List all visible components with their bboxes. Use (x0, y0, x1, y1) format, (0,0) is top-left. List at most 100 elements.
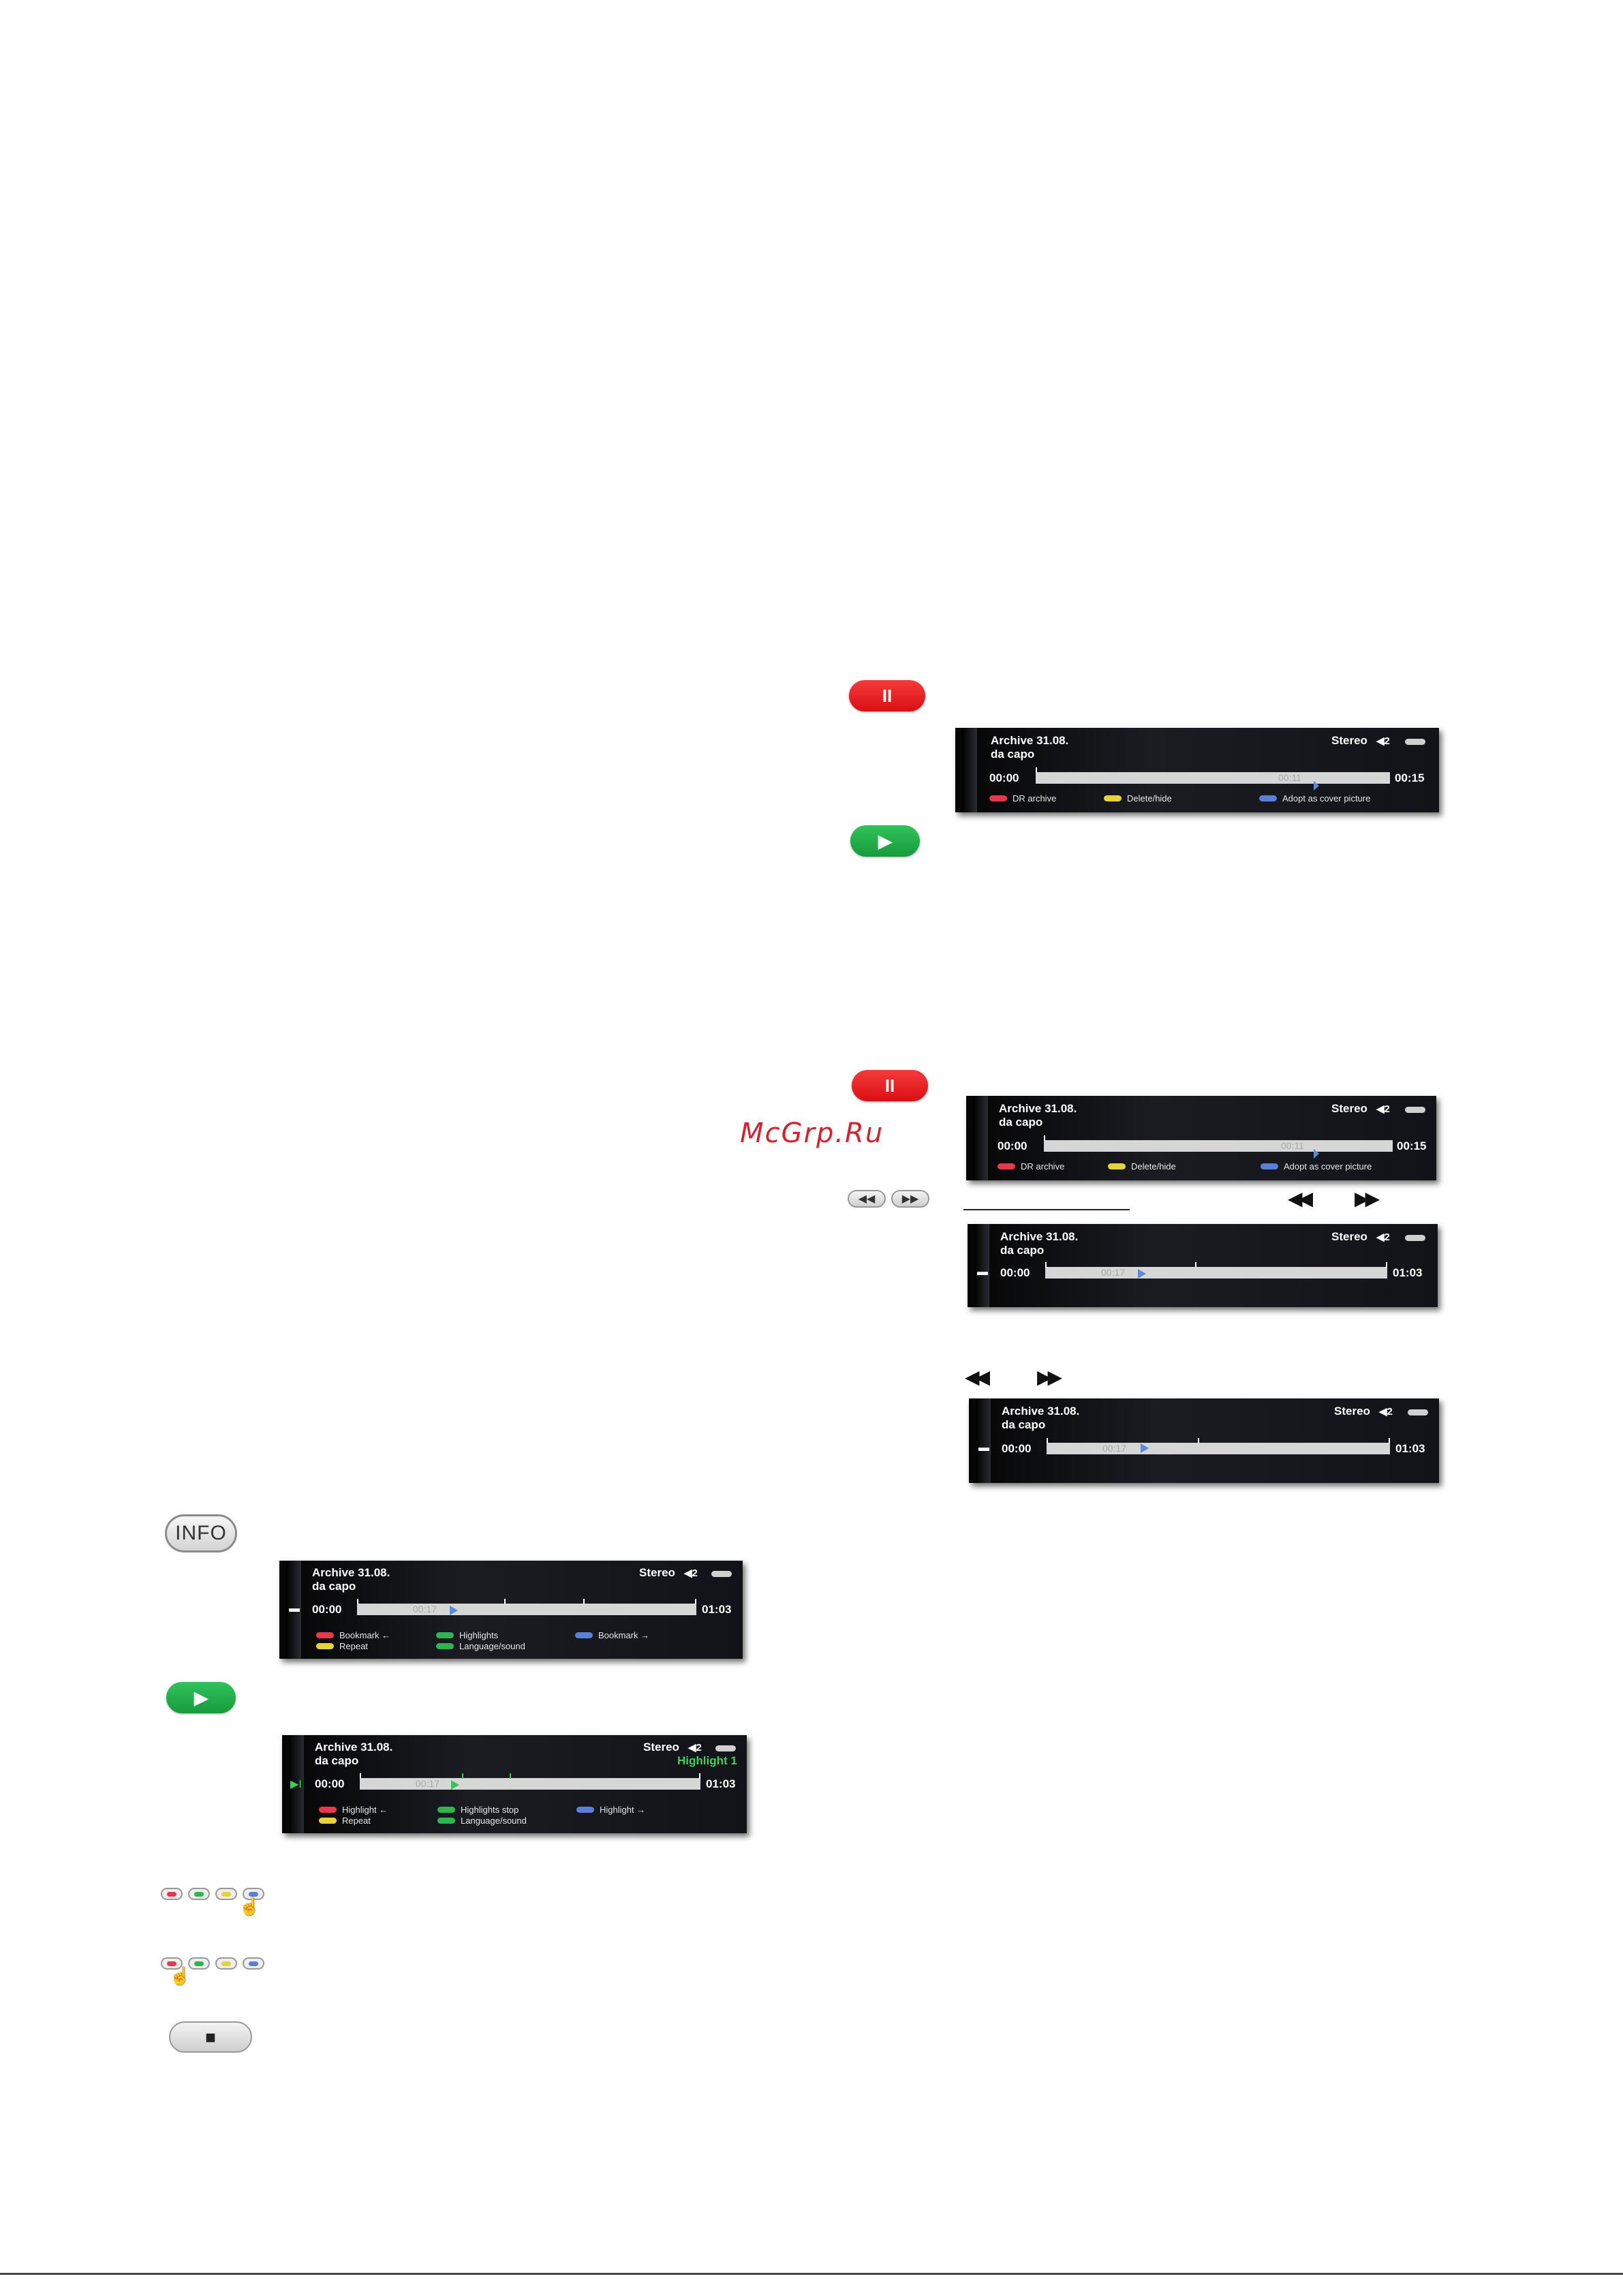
blue-key[interactable] (243, 1957, 264, 1970)
osd-tick (695, 1599, 696, 1604)
hand-pointer-icon: ☝ (169, 1965, 191, 1986)
osd-subtitle: da capo (315, 1754, 359, 1767)
stop-mark-icon: ▬ (978, 1442, 989, 1454)
green-key[interactable] (188, 1888, 210, 1900)
speaker-icon: ◀2 (688, 1742, 702, 1754)
pause-icon: II (882, 686, 893, 706)
forward-icon: ▶▶ (1037, 1366, 1062, 1388)
osd-position-marker (450, 1606, 458, 1615)
legend-blue: Bookmark → (575, 1630, 649, 1640)
osd-audio: Stereo (1331, 1230, 1367, 1243)
osd-progress-bar: 00:11 (1036, 772, 1390, 784)
osd-tick (1198, 1438, 1199, 1443)
osd-position-marker (1314, 781, 1319, 791)
color-keys-row-1 (161, 1888, 264, 1900)
osd-bookmarks: Archive 31.08. da capo Stereo ◀2 ▬ 00:00… (279, 1561, 743, 1659)
text-underline (963, 1209, 1130, 1210)
osd-tick (1047, 1438, 1048, 1443)
osd-tick (1045, 1262, 1047, 1268)
osd-edge (286, 1561, 301, 1659)
osd-highlights: Archive 31.08. da capo Stereo ◀2 Highlig… (282, 1735, 747, 1833)
osd-tick (462, 1773, 463, 1779)
osd-edge (976, 1398, 991, 1483)
rewind-button[interactable]: ◀◀ (848, 1190, 886, 1208)
osd-end-time: 00:15 (1397, 1139, 1427, 1152)
osd-subtitle: da capo (999, 1116, 1043, 1129)
osd-end-time: 00:15 (1395, 771, 1425, 784)
red-key[interactable] (161, 1888, 183, 1900)
blue-key[interactable] (243, 1888, 264, 1900)
osd-position: 00:17 (416, 1778, 440, 1789)
rewind-icon: ◀◀ (965, 1366, 990, 1388)
osd-edge (974, 1224, 989, 1307)
osd-position: 00:17 (413, 1604, 437, 1614)
osd-archive-3: Archive 31.08. da capo Stereo ◀2 ▬ 00:00… (968, 1224, 1438, 1307)
green-key[interactable] (188, 1957, 210, 1970)
osd-position: 00:17 (1102, 1443, 1127, 1454)
osd-title: Archive 31.08. (1002, 1405, 1080, 1418)
osd-audio: Stereo (1331, 1102, 1367, 1115)
osd-indicator (1405, 1107, 1425, 1113)
osd-position: 00:11 (1278, 772, 1301, 783)
osd-start-time: 00:00 (1002, 1442, 1032, 1455)
osd-tick (357, 1599, 358, 1604)
osd-tick (583, 1599, 585, 1604)
legend-blue: Highlight → (576, 1805, 645, 1815)
osd-end-time: 01:03 (702, 1603, 732, 1616)
osd-subtitle: da capo (1000, 1244, 1045, 1257)
osd-tick (360, 1773, 361, 1779)
forward-button[interactable]: ▶▶ (891, 1190, 929, 1208)
osd-indicator (1405, 739, 1425, 745)
osd-title: Archive 31.08. (312, 1566, 390, 1579)
osd-position: 00:11 (1281, 1140, 1304, 1151)
legend-yellow: Repeat (316, 1641, 368, 1651)
pause-button-2[interactable]: II (852, 1070, 928, 1101)
play-icon: ▶ (878, 831, 892, 851)
stop-button[interactable]: ■ (169, 2021, 252, 2053)
osd-archive-1: Archive 31.08. da capo Stereo ◀2 00:00 0… (955, 728, 1439, 812)
osd-start-time: 00:00 (998, 1139, 1027, 1152)
play-button-2[interactable]: ▶ (166, 1682, 236, 1713)
legend-green: Highlights (436, 1630, 498, 1640)
osd-tick (699, 1773, 700, 1779)
rewind-icon: ◀◀ (858, 1193, 876, 1205)
osd-position-marker (451, 1780, 459, 1790)
osd-progress-bar: 00:17 (357, 1604, 696, 1615)
osd-progress-bar: 00:17 (360, 1778, 700, 1790)
rewind-icon: ◀◀ (1288, 1188, 1313, 1209)
info-button-label: INFO (175, 1522, 227, 1544)
play-button-1[interactable]: ▶ (850, 825, 920, 857)
osd-indicator (1408, 1409, 1428, 1415)
osd-position-marker (1138, 1269, 1146, 1279)
osd-start-time: 00:00 (1000, 1266, 1030, 1279)
hand-pointer-icon: ☝ (238, 1896, 261, 1916)
osd-end-time: 01:03 (1393, 1266, 1423, 1279)
osd-audio: Stereo (1334, 1405, 1370, 1418)
osd-tick (1389, 1438, 1390, 1443)
highlight-play-icon: ▶I (290, 1779, 302, 1790)
osd-indicator (711, 1571, 732, 1577)
legend-yellow: Repeat (319, 1816, 371, 1826)
legend-red: Bookmark ← (316, 1630, 390, 1640)
osd-audio: Stereo (1331, 734, 1367, 747)
osd-edge (962, 728, 977, 812)
osd-indicator (715, 1745, 736, 1751)
pause-button-1[interactable]: II (849, 680, 925, 711)
speaker-icon: ◀2 (1379, 1406, 1393, 1418)
yellow-key[interactable] (215, 1957, 237, 1970)
osd-archive-2: Archive 31.08. da capo Stereo ◀2 00:00 0… (966, 1096, 1436, 1180)
osd-position-marker (1141, 1443, 1149, 1453)
speaker-icon: ◀2 (1376, 1103, 1390, 1115)
info-button[interactable]: INFO (165, 1514, 237, 1552)
osd-progress-bar: 00:17 (1045, 1267, 1387, 1279)
red-key[interactable] (161, 1957, 183, 1970)
osd-audio: Stereo (639, 1566, 675, 1579)
yellow-key[interactable] (215, 1888, 237, 1900)
pause-icon: II (884, 1075, 895, 1096)
osd-archive-4: Archive 31.08. da capo Stereo ◀2 ▬ 00:00… (969, 1398, 1439, 1483)
legend-red: DR archive (989, 793, 1056, 803)
osd-tick (510, 1773, 511, 1779)
speaker-icon: ◀2 (684, 1567, 698, 1579)
osd-end-time: 01:03 (1395, 1442, 1425, 1455)
osd-position-marker (1314, 1149, 1319, 1159)
